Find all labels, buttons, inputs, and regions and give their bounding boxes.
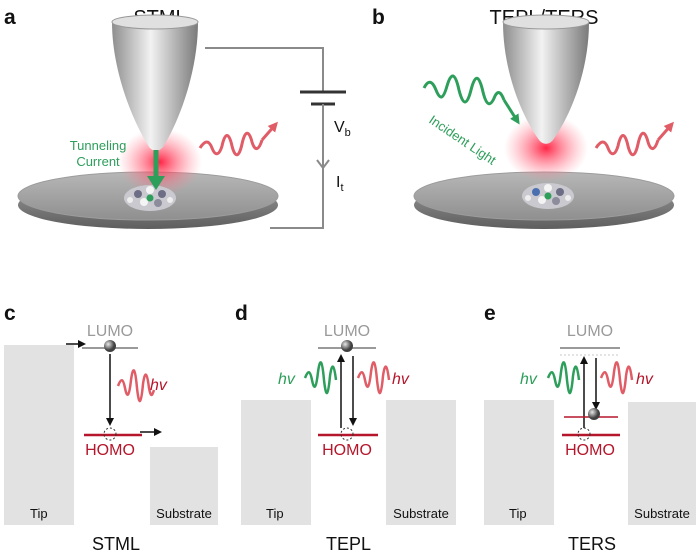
tip-label: Tip — [266, 506, 284, 521]
panel-label-d: d — [235, 302, 248, 325]
panel-b: b TEPL/TERS Incident Light — [372, 6, 675, 229]
hv-left-label: hv — [520, 371, 538, 388]
lumo-label: LUMO — [324, 323, 370, 340]
tip-box — [241, 400, 311, 525]
emission-wave-icon — [356, 361, 391, 395]
tip-label: Tip — [509, 506, 527, 521]
substrate-label: Substrate — [156, 506, 212, 521]
homo-label: HOMO — [322, 442, 372, 459]
substrate-box — [150, 447, 218, 525]
lumo-label: LUMO — [567, 323, 613, 340]
panel-label-c: c — [4, 302, 16, 325]
current-arrow-icon — [316, 159, 330, 170]
tip-box — [4, 345, 74, 525]
panel-label-b: b — [372, 6, 385, 29]
panel-label-a: a — [4, 6, 16, 29]
hv-right-label: hv — [392, 371, 410, 388]
current-label: It — [336, 174, 344, 194]
panel-c: c Tip Substrate STML LUMO HOMO hv — [4, 302, 218, 554]
circuit-wire-return — [270, 104, 324, 229]
photon-out-arrow — [260, 121, 278, 141]
hv-left-label: hv — [278, 371, 296, 388]
lumo-label: LUMO — [87, 323, 133, 340]
stm-tip-top — [502, 14, 590, 30]
homo-label: HOMO — [85, 442, 135, 459]
tip-box — [484, 400, 554, 525]
photon-wave-icon — [198, 131, 264, 157]
substrate-label: Substrate — [393, 506, 449, 521]
voltage-label: Vb — [334, 119, 351, 139]
molecule-icon — [522, 183, 574, 209]
excitation-wave-icon — [303, 361, 338, 395]
substrate-label: Substrate — [634, 506, 690, 521]
panel-e: e Tip Substrate TERS LUMO HOMO hv hv — [484, 302, 696, 554]
stm-tip-icon — [503, 22, 589, 144]
molecule-icon — [124, 185, 176, 211]
substrate-box — [386, 400, 456, 525]
bottom-title-c: STML — [92, 534, 140, 554]
incident-light-label: Incident Light — [426, 112, 499, 168]
panel-a: a STML Vb It Tunneling Current — [4, 6, 351, 229]
substrate-box — [628, 402, 696, 525]
panel-d: d Tip Substrate TEPL LUMO HOMO hv hv — [235, 302, 456, 554]
bottom-title-e: TERS — [568, 534, 616, 554]
scattering-wave-icon — [599, 361, 634, 395]
hole-icon — [340, 427, 354, 441]
tunneling-arrow-head — [147, 176, 165, 190]
hv-label: hv — [150, 377, 168, 394]
hole-icon — [577, 427, 591, 441]
photon-out-arrow — [656, 121, 674, 141]
excitation-wave-icon — [546, 361, 581, 395]
hv-right-label: hv — [636, 371, 654, 388]
electron-icon — [104, 340, 116, 352]
stm-tip-top — [111, 14, 199, 30]
photon-wave-icon — [422, 74, 506, 106]
stm-tip-icon — [112, 22, 198, 151]
photon-wave-icon — [594, 131, 660, 157]
hole-icon — [103, 427, 117, 441]
circuit-wire — [205, 47, 324, 92]
electron-icon — [588, 408, 600, 420]
emission-glow — [504, 114, 588, 182]
bottom-title-d: TEPL — [326, 534, 371, 554]
emission-wave-icon — [116, 369, 156, 403]
tip-label: Tip — [30, 506, 48, 521]
homo-label: HOMO — [565, 442, 615, 459]
panel-label-e: e — [484, 302, 496, 325]
tunneling-label-2: Current — [76, 154, 120, 169]
emission-glow — [118, 128, 202, 196]
tunneling-label-1: Tunneling — [70, 138, 127, 153]
electron-icon — [341, 340, 353, 352]
incident-arrow — [502, 99, 520, 125]
